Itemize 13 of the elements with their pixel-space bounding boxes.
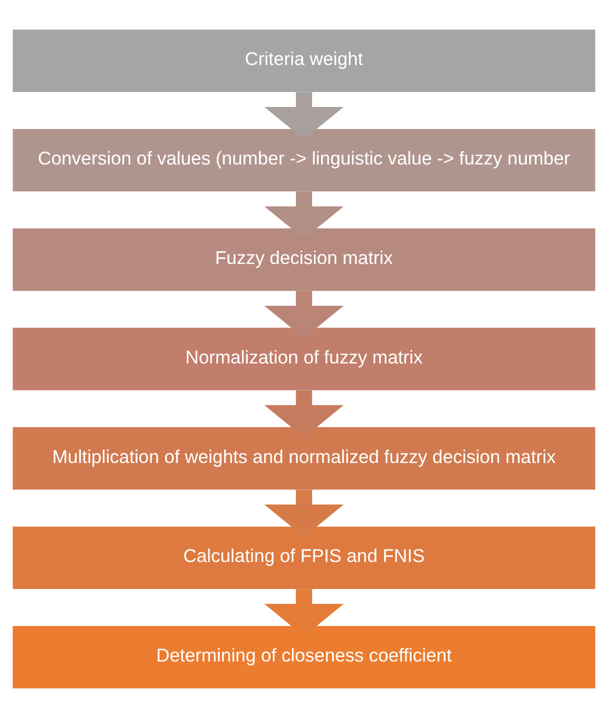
arrow — [264, 390, 344, 438]
node-box: Calculating of FPIS and FNIS — [12, 526, 596, 588]
node-box: Multiplication of weights and normalized fuzzy decision matrix — [12, 426, 596, 490]
node-box: Conversion of values (number -> linguistic value -> fuzzy number — [12, 128, 596, 191]
arrow — [264, 191, 344, 238]
node-box: Normalization of fuzzy matrix — [12, 327, 596, 390]
arrow — [264, 588, 344, 636]
node-box: Criteria weight — [12, 29, 596, 92]
node-box: Fuzzy decision matrix — [12, 228, 596, 290]
arrow — [264, 489, 344, 536]
node-box: Determining of closeness coefficient — [12, 625, 596, 688]
arrow — [264, 290, 344, 338]
arrow — [264, 92, 344, 139]
